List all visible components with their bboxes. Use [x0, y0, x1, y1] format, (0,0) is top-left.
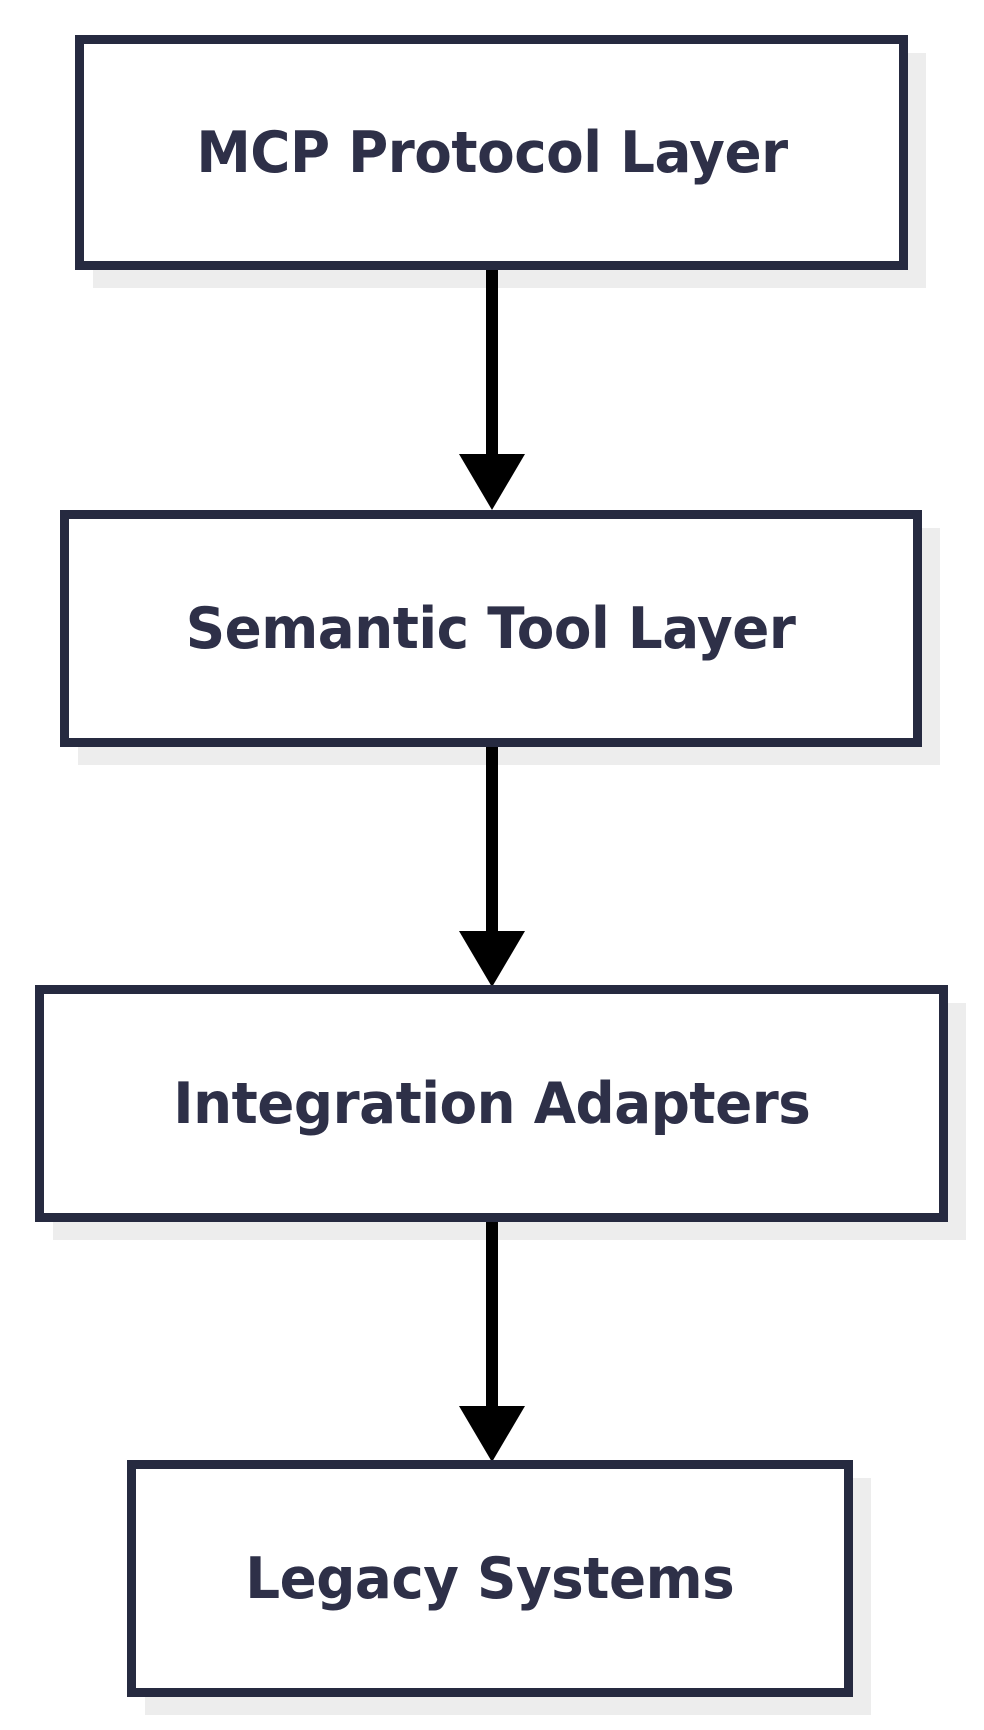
arrow-down-icon [486, 1222, 498, 1410]
node-semantic-tool-layer-label: Semantic Tool Layer [186, 595, 796, 662]
node-legacy-systems: Legacy Systems [127, 1460, 853, 1697]
node-integration-adapters: Integration Adapters [35, 985, 948, 1222]
node-integration-adapters-label: Integration Adapters [172, 1070, 811, 1137]
node-legacy-systems-label: Legacy Systems [245, 1545, 735, 1612]
arrowhead-down-icon [459, 454, 525, 510]
arrowhead-down-icon [459, 931, 525, 987]
node-semantic-tool-layer: Semantic Tool Layer [60, 510, 922, 747]
node-mcp-protocol-layer-label: MCP Protocol Layer [195, 119, 788, 186]
arrowhead-down-icon [459, 1406, 525, 1462]
node-mcp-protocol-layer: MCP Protocol Layer [75, 35, 908, 270]
arrow-down-icon [486, 747, 498, 935]
arrow-down-icon [486, 270, 498, 458]
